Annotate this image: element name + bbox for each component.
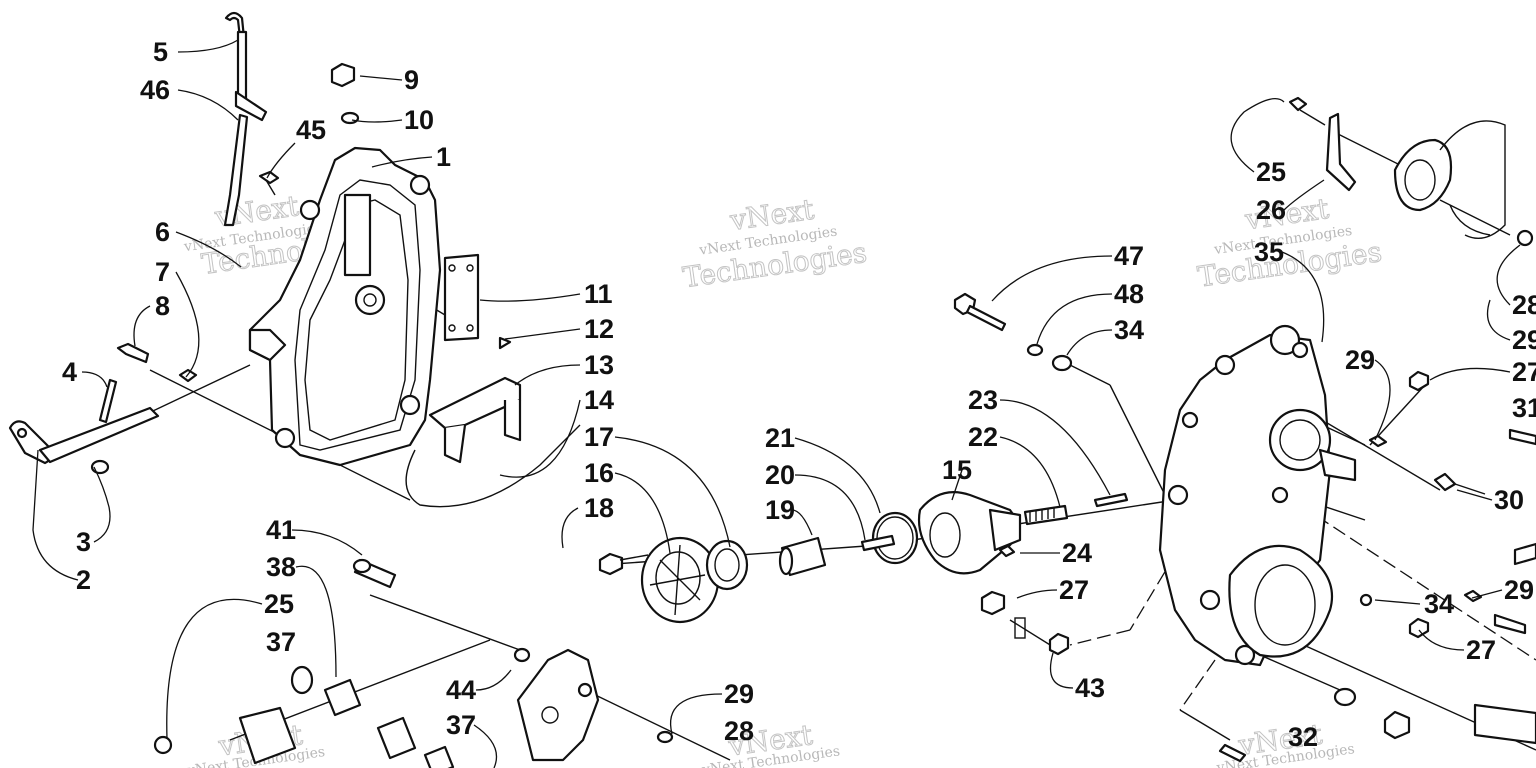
part-label-38: 38 — [266, 552, 296, 582]
part-label-12: 12 — [584, 314, 614, 344]
o-ring — [860, 511, 919, 565]
part-label-37: 37 — [446, 710, 476, 740]
part-label-43: 43 — [1075, 673, 1105, 703]
part-label-4: 4 — [62, 357, 77, 387]
part-label-41: 41 — [266, 515, 296, 545]
part-label-16: 16 — [584, 458, 614, 488]
part-label-20: 20 — [765, 460, 795, 490]
part-label-28: 28 — [1512, 290, 1536, 320]
part-label-27: 27 — [1512, 357, 1536, 387]
part-label-47: 47 — [1114, 241, 1144, 271]
part-label-14: 14 — [584, 385, 614, 415]
ring-spring — [705, 539, 749, 591]
center-nuts — [953, 292, 1073, 656]
watermark-group: vNext Technologies Technologies vNext — [680, 192, 869, 295]
part-label-1: 1 — [436, 142, 451, 172]
part-label-29: 29 — [1504, 575, 1534, 605]
part-label-5: 5 — [153, 37, 168, 67]
oil-plug — [330, 62, 360, 125]
watermark-group: vNext Technologies vNext — [1215, 717, 1356, 768]
part-label-29: 29 — [1512, 325, 1536, 355]
part-label-48: 48 — [1114, 279, 1144, 309]
bottom-left-parts — [153, 558, 674, 768]
cup-cover — [598, 536, 720, 624]
part-label-34: 34 — [1424, 589, 1454, 619]
chaincase-flange — [1393, 120, 1534, 247]
part-label-19: 19 — [765, 495, 795, 525]
part-label-27: 27 — [1059, 575, 1089, 605]
part-label-10: 10 — [404, 105, 434, 135]
part-label-2: 2 — [76, 565, 91, 595]
right-hardware — [1218, 370, 1536, 763]
part-label-22: 22 — [968, 422, 998, 452]
part-label-24: 24 — [1062, 538, 1092, 568]
gasket-plate — [443, 253, 512, 350]
part-label-31: 31 — [1512, 393, 1536, 423]
part-labels: 5 46 9 10 1 45 6 7 8 4 3 2 11 12 13 14 1… — [62, 37, 1536, 752]
part-label-26: 26 — [1256, 195, 1286, 225]
part-label-18: 18 — [584, 493, 614, 523]
dipstick-rod — [223, 11, 268, 227]
watermark-group: vNext Technologies Technologies vNext — [1195, 191, 1384, 294]
mount-bracket — [1288, 96, 1357, 192]
part-label-8: 8 — [155, 291, 170, 321]
leader-lines — [32, 39, 1521, 768]
part-label-34: 34 — [1114, 315, 1144, 345]
retainer-bracket — [428, 376, 522, 464]
bushing — [778, 536, 827, 577]
part-label-13: 13 — [584, 350, 614, 380]
watermark-group: vNext Technologies vNext — [700, 718, 841, 768]
part-label-29: 29 — [1345, 345, 1375, 375]
part-label-29: 29 — [724, 679, 754, 709]
part-label-35: 35 — [1254, 237, 1284, 267]
part-label-9: 9 — [404, 65, 419, 95]
part-label-32: 32 — [1288, 722, 1318, 752]
part-label-3: 3 — [76, 527, 91, 557]
part-label-11: 11 — [584, 279, 613, 309]
part-label-21: 21 — [765, 423, 795, 453]
case-cover — [248, 146, 442, 467]
shift-lever — [8, 378, 160, 475]
gearcase-housing — [1158, 324, 1357, 667]
part-label-46: 46 — [140, 75, 170, 105]
part-label-25: 25 — [264, 589, 294, 619]
part-label-23: 23 — [968, 385, 998, 415]
part-label-30: 30 — [1494, 485, 1524, 515]
lever-bolt — [116, 342, 198, 383]
spring-wire — [405, 424, 581, 508]
part-label-44: 44 — [446, 675, 476, 705]
part-label-27: 27 — [1466, 635, 1496, 665]
part-label-25: 25 — [1256, 157, 1286, 187]
part-label-15: 15 — [942, 455, 972, 485]
part-label-37: 37 — [266, 627, 296, 657]
part-label-45: 45 — [296, 115, 326, 145]
part-label-7: 7 — [155, 257, 170, 287]
part-label-6: 6 — [155, 217, 170, 247]
cover-screw — [258, 170, 280, 196]
part-label-28: 28 — [724, 716, 754, 746]
part-label-17: 17 — [584, 422, 614, 452]
pump-housing — [917, 491, 1129, 575]
